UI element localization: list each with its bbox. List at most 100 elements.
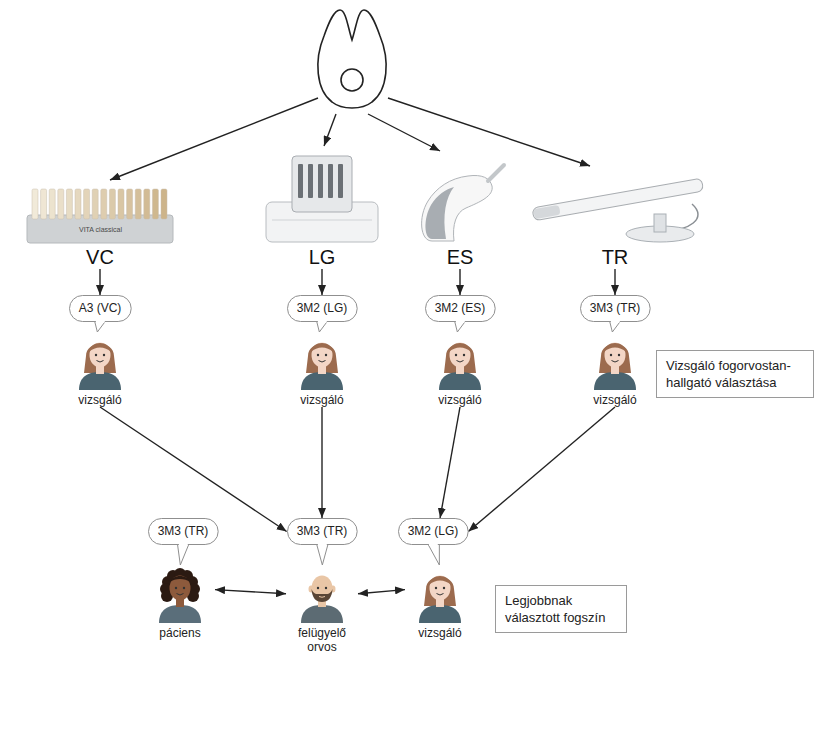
bubble-text: 3M2 (LG)	[297, 301, 348, 316]
tooth-pulp	[341, 69, 363, 91]
shade-tab	[109, 189, 115, 219]
bubble-body	[148, 519, 218, 545]
speech-bubble: 3M2 (LG)	[398, 518, 469, 545]
eye	[463, 354, 465, 356]
face	[90, 343, 111, 368]
shirt	[159, 605, 201, 623]
shirt	[301, 605, 343, 623]
hair	[449, 343, 471, 352]
eye	[103, 354, 105, 356]
bubble-text: 3M3 (TR)	[297, 524, 348, 539]
shade-tab	[49, 189, 55, 219]
device-icon	[262, 150, 382, 245]
shade-tab	[92, 189, 98, 219]
face	[450, 343, 471, 368]
person-figure	[419, 576, 461, 624]
shade-tab	[161, 189, 167, 219]
shade-tab	[127, 189, 133, 219]
scanner-wand-tip	[533, 205, 560, 219]
eye	[95, 354, 97, 356]
eye	[317, 587, 319, 589]
device-slot	[328, 164, 333, 198]
tooth-arrow	[388, 98, 590, 166]
device-slot	[338, 164, 343, 198]
speech-bubble: 3M3 (TR)	[148, 518, 219, 545]
bubble-body	[69, 296, 131, 322]
device-figure	[532, 178, 704, 242]
person-label: vizsgáló	[405, 626, 475, 640]
bubble-tail	[427, 543, 439, 565]
person-node: felügyelő orvos	[286, 568, 358, 654]
person-icon	[297, 568, 347, 624]
device-body	[422, 175, 493, 241]
person-icon	[415, 568, 465, 624]
device-tip	[488, 165, 504, 181]
device-icon	[410, 155, 510, 245]
mouth	[97, 361, 104, 363]
person-figure	[79, 343, 121, 391]
mouth	[437, 594, 444, 596]
bubble-text: 3M3 (TR)	[158, 524, 209, 539]
eye	[610, 354, 612, 356]
eye	[455, 354, 457, 356]
bubble-body	[287, 519, 357, 545]
eye	[435, 587, 437, 589]
flow-arrow	[321, 407, 322, 518]
tooth-arrow	[324, 114, 336, 146]
speech-bubble: 3M3 (TR)	[287, 518, 358, 545]
bubble-seam	[455, 320, 465, 324]
scanner-wand-body	[532, 178, 704, 221]
flow-arrow	[99, 269, 100, 295]
device-edge	[272, 220, 372, 221]
device-node: TR	[510, 170, 720, 269]
note-box: Legjobbnak választott fogszín	[495, 585, 627, 633]
shade-guide-base	[27, 215, 173, 243]
person-figure	[159, 568, 201, 623]
device-top	[292, 156, 352, 212]
person-node: vizsgáló	[405, 568, 475, 640]
hair	[170, 576, 190, 582]
shade-tab	[118, 189, 124, 219]
face	[312, 343, 333, 368]
person-label: vizsgáló	[65, 393, 135, 407]
bubble-tail	[609, 320, 621, 332]
bubble-seam	[610, 320, 620, 324]
person-figure	[301, 576, 343, 624]
shade-tab	[41, 189, 47, 219]
bubble-body	[425, 296, 495, 322]
eye	[443, 587, 445, 589]
hair	[89, 343, 111, 352]
flow-arrow	[614, 269, 615, 295]
person-icon	[75, 335, 125, 391]
face	[170, 576, 191, 601]
person-label: vizsgáló	[580, 393, 650, 407]
person-icon	[155, 568, 205, 624]
device-node: LG	[262, 150, 382, 269]
bubble-seam	[428, 543, 438, 547]
flow-arrow	[358, 590, 405, 594]
tooth-arrow	[368, 114, 440, 151]
device-slot	[318, 164, 323, 198]
person-node: vizsgáló	[425, 335, 495, 407]
person-icon	[435, 335, 485, 391]
printed-label: VITA classical	[79, 226, 122, 233]
speech-bubble: A3 (VC)	[69, 295, 132, 322]
speech-bubble: 3M3 (TR)	[580, 295, 651, 322]
bubble-text: 3M3 (TR)	[590, 301, 641, 316]
device-label: ES	[410, 245, 510, 269]
bubble-tail	[316, 320, 328, 332]
speech-bubble: 3M2 (LG)	[287, 295, 358, 322]
note-text: Legjobbnak választott fogszín	[505, 592, 617, 626]
device-icon	[25, 185, 175, 245]
person-node: vizsgáló	[580, 335, 650, 407]
bubble-seam	[317, 320, 327, 324]
flow-arrow	[100, 407, 287, 532]
mouth	[177, 594, 184, 596]
mouth	[612, 361, 619, 363]
flow-arrow	[468, 407, 615, 532]
bubble-tail	[316, 543, 328, 565]
eye	[618, 354, 620, 356]
device-label: TR	[510, 245, 720, 269]
device-figure	[27, 189, 173, 243]
